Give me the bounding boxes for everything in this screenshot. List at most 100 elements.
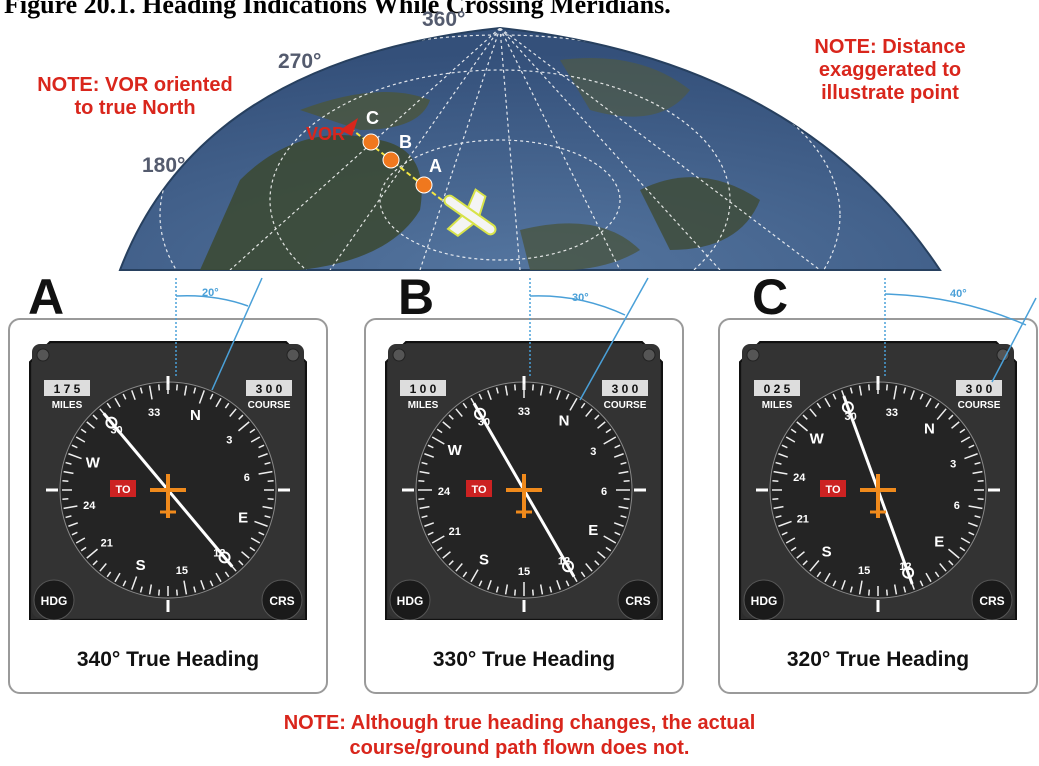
- compass-tick: [487, 390, 492, 401]
- compass-tick: [258, 531, 265, 536]
- compass-tick: [418, 480, 425, 483]
- compass-tick: [977, 497, 984, 500]
- compass-tick: [99, 563, 107, 572]
- angle-label-b: 30°: [572, 292, 589, 304]
- screw-icon: [36, 348, 50, 362]
- vor-label: VOR: [306, 124, 345, 144]
- compass-label: 3: [950, 459, 956, 471]
- crs-knob-label: CRS: [979, 594, 1004, 608]
- compass-label: 24: [793, 472, 806, 484]
- compass-tick: [772, 480, 779, 483]
- compass-tick: [193, 387, 197, 394]
- compass-tick: [613, 522, 624, 527]
- compass-label: N: [559, 413, 570, 430]
- compass-label: 21: [797, 513, 809, 525]
- compass-tick: [841, 579, 846, 590]
- compass-tick: [948, 560, 954, 566]
- compass-tick: [63, 505, 78, 510]
- compass-tick: [462, 571, 468, 578]
- angle-indicator-b: 30°: [529, 277, 649, 401]
- compass-tick: [209, 393, 214, 400]
- compass-tick: [623, 480, 630, 483]
- compass-tick: [455, 408, 463, 417]
- compass-tick: [421, 461, 428, 465]
- compass-tick: [893, 385, 898, 400]
- compass-label: E: [238, 509, 248, 526]
- course-label: COURSE: [248, 400, 291, 411]
- note-distance-line-1: NOTE: Distance: [814, 36, 966, 58]
- compass-tick: [63, 470, 74, 475]
- compass-label: 6: [601, 486, 607, 498]
- hdg-knob: [389, 579, 431, 620]
- heading-caption: 340° True Heading: [76, 648, 260, 671]
- panel-letter-b: B: [398, 269, 435, 325]
- compass-tick: [62, 480, 69, 483]
- compass-tick: [849, 387, 853, 394]
- compass-label: 33: [518, 406, 530, 418]
- compass-tick: [419, 470, 430, 475]
- compass-tick: [495, 586, 499, 593]
- compass-tick: [781, 531, 788, 536]
- compass-tick: [824, 397, 831, 408]
- compass-tick: [809, 559, 820, 572]
- compass-tick: [977, 480, 984, 483]
- compass-tick: [209, 580, 214, 587]
- compass-tick: [175, 589, 178, 596]
- compass-tick: [947, 548, 960, 559]
- heading-caption: 320° True Heading: [786, 648, 970, 671]
- globe-diagram: VOR C B A: [118, 26, 942, 271]
- compass-tick: [80, 428, 87, 434]
- panel-letter-c: C: [752, 269, 789, 325]
- compass-tick: [785, 537, 796, 544]
- angle-indicators: 20° 30° 40°: [175, 277, 1037, 401]
- compass-tick: [605, 546, 612, 552]
- compass-tick: [618, 470, 629, 475]
- compass-tick: [514, 589, 517, 596]
- compass-tick: [773, 470, 788, 475]
- compass-tick: [802, 560, 808, 566]
- compass-tick: [594, 560, 600, 566]
- compass-tick: [959, 428, 966, 434]
- compass-tick: [238, 414, 244, 420]
- crs-knob: [617, 579, 659, 620]
- compass-tick: [504, 584, 509, 595]
- compass-tick: [424, 522, 435, 527]
- compass-label: 15: [176, 565, 188, 577]
- crs-knob: [261, 579, 303, 620]
- landmass: [520, 223, 640, 270]
- compass-tick: [775, 461, 782, 465]
- compass-label: 24: [83, 500, 96, 512]
- compass-tick: [580, 571, 586, 578]
- compass-tick: [131, 576, 138, 590]
- compass-tick: [778, 520, 792, 527]
- compass-label: 33: [886, 407, 898, 419]
- compass-label: N: [924, 421, 935, 438]
- compass-tick: [241, 551, 250, 559]
- compass-tick: [148, 385, 153, 400]
- needle-tip: [474, 407, 486, 420]
- miles-label: MILES: [762, 400, 793, 411]
- point-a: [415, 176, 433, 194]
- point-c: [362, 133, 380, 151]
- compass-tick: [620, 515, 627, 519]
- compass-tick: [436, 546, 443, 552]
- screw-icon: [286, 348, 300, 362]
- compass-tick: [427, 444, 434, 449]
- compass-tick: [75, 537, 86, 544]
- compass-tick: [934, 571, 940, 578]
- miles-label: MILES: [52, 400, 83, 411]
- compass-tick: [114, 572, 121, 583]
- distance-readout: 1 0 0: [410, 382, 437, 396]
- compass-tick: [832, 580, 837, 587]
- compass-tick: [114, 397, 121, 408]
- to-flag: [110, 480, 136, 497]
- compass-tick: [919, 393, 924, 400]
- to-flag-label: TO: [471, 484, 487, 496]
- note-distance-line-2: exaggerated to: [818, 59, 962, 81]
- compass-tick: [80, 546, 87, 552]
- compass-tick: [858, 580, 863, 595]
- hdg-knob: [33, 579, 75, 620]
